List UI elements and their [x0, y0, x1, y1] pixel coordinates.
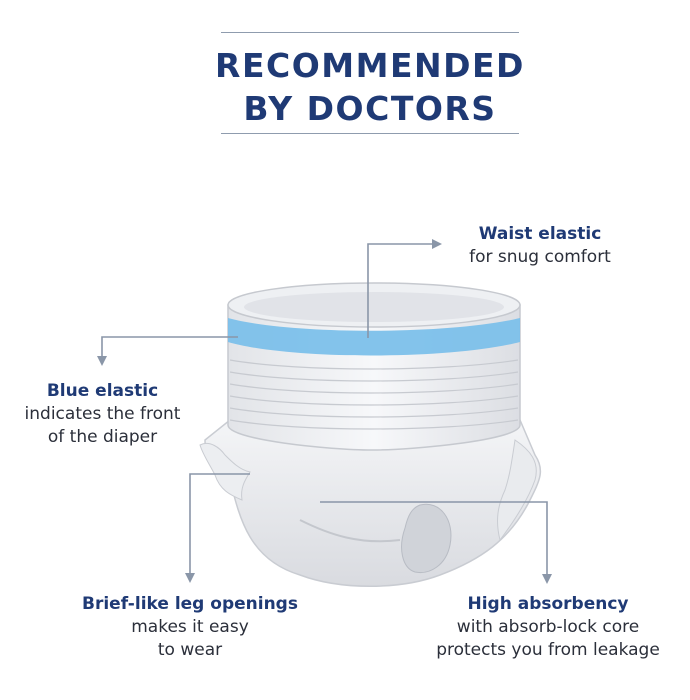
- brief-pointer-arrow: [185, 573, 195, 583]
- callout-high-absorbency: High absorbency with absorb-lock core pr…: [408, 593, 688, 662]
- waist-pointer-arrow: [432, 239, 442, 249]
- blue-pointer-arrow: [97, 356, 107, 366]
- diaper-body: [199, 419, 542, 587]
- callout-absorb-line-1: with absorb-lock core: [456, 617, 640, 637]
- callout-blue-title: Blue elastic: [46, 381, 159, 401]
- blue-elastic-band: [228, 318, 520, 356]
- callout-blue-elastic: Blue elastic indicates the front of the …: [0, 380, 205, 449]
- callout-leg-openings: Brief-like leg openings makes it easy to…: [60, 593, 320, 662]
- waist-band: [227, 282, 521, 451]
- absorb-pointer: [320, 501, 548, 576]
- callout-brief-line-2: to wear: [157, 640, 223, 660]
- callout-brief-title: Brief-like leg openings: [82, 594, 298, 614]
- callout-pointers: [97, 239, 552, 584]
- callout-absorb-title: High absorbency: [467, 594, 629, 614]
- callout-waist-title: Waist elastic: [478, 224, 602, 244]
- brief-pointer: [189, 473, 250, 575]
- heading-bottom-rule: [221, 133, 519, 134]
- heading-top-rule: [221, 32, 519, 33]
- callout-waist-line-1: for snug comfort: [469, 247, 611, 267]
- heading-line-1: RECOMMENDED: [215, 46, 525, 85]
- callout-absorb-line-2: protects you from leakage: [436, 640, 660, 660]
- callout-blue-line-2: of the diaper: [47, 427, 158, 447]
- heading-line-2: BY DOCTORS: [243, 89, 497, 128]
- callout-blue-line-1: indicates the front: [24, 404, 181, 424]
- callout-waist-elastic: Waist elastic for snug comfort: [440, 223, 640, 269]
- waist-pointer: [367, 243, 434, 338]
- absorb-pointer-arrow: [542, 574, 552, 584]
- callout-brief-line-1: makes it easy: [131, 617, 249, 637]
- blue-pointer: [101, 336, 238, 358]
